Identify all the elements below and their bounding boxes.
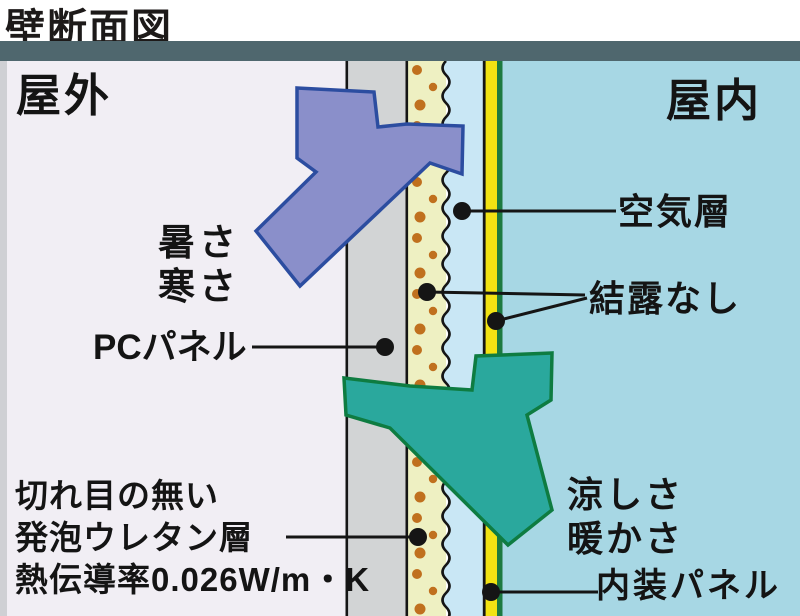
interior-panel-label: 内装パネル (596, 567, 781, 605)
outdoor-region (0, 61, 347, 616)
foam-dot-marker (409, 528, 427, 546)
seamless-foam-line3: 熱伝導率0.026W/m・K (15, 561, 371, 598)
photo-edge-stripe (0, 61, 7, 616)
seamless-foam-line1: 切れ目の無い (15, 477, 219, 514)
cool-warm-label: 涼しさ 暖かさ (567, 473, 684, 561)
title-bar (0, 41, 800, 61)
seamless-foam-line2: 発泡ウレタン層 (15, 519, 253, 556)
no-condensation-label: 結露なし (589, 278, 742, 319)
heat-label: 暑さ (158, 222, 240, 263)
coolness-label: 涼しさ (567, 474, 685, 515)
pc-panel-label: PCパネル (93, 328, 247, 367)
outdoor-label: 屋外 (16, 70, 113, 121)
pc-panel-dot (376, 338, 394, 356)
heat-cold-label: 暑さ 寒さ (158, 221, 240, 309)
indoor-retain-arrow (342, 351, 554, 548)
no-condensation-dot-2 (487, 312, 505, 330)
wall-diagram: 屋外 屋内 暑さ 寒さ PCパネル 空気層 結露なし 切れ目の無い 発泡ウレタン… (0, 61, 800, 616)
air-panel-boundary-line (482, 61, 486, 616)
warmth-label: 暖かさ (567, 518, 685, 559)
air-layer-label: 空気層 (618, 191, 733, 232)
no-condensation-dot-1 (418, 283, 436, 301)
interior-panel-yellow (485, 61, 497, 616)
outdoor-deflect-arrow (253, 86, 465, 289)
air-layer-dot (453, 202, 471, 220)
indoor-region (502, 61, 800, 616)
leader-lines (252, 202, 616, 601)
panel-outer-boundary-line (345, 61, 349, 616)
wall-structure-graphic (0, 61, 800, 616)
interior-panel-dot (482, 583, 500, 601)
seamless-foam-label: 切れ目の無い 発泡ウレタン層 熱伝導率0.026W/m・K (15, 475, 370, 601)
indoor-label: 屋内 (666, 75, 763, 126)
no-condensation-leader-line-1 (426, 290, 586, 297)
no-condensation-leader-line-2 (495, 296, 588, 323)
panel-foam-boundary-line (405, 61, 409, 616)
cold-label: 寒さ (158, 266, 240, 307)
interior-panel-green-edge (497, 61, 503, 616)
